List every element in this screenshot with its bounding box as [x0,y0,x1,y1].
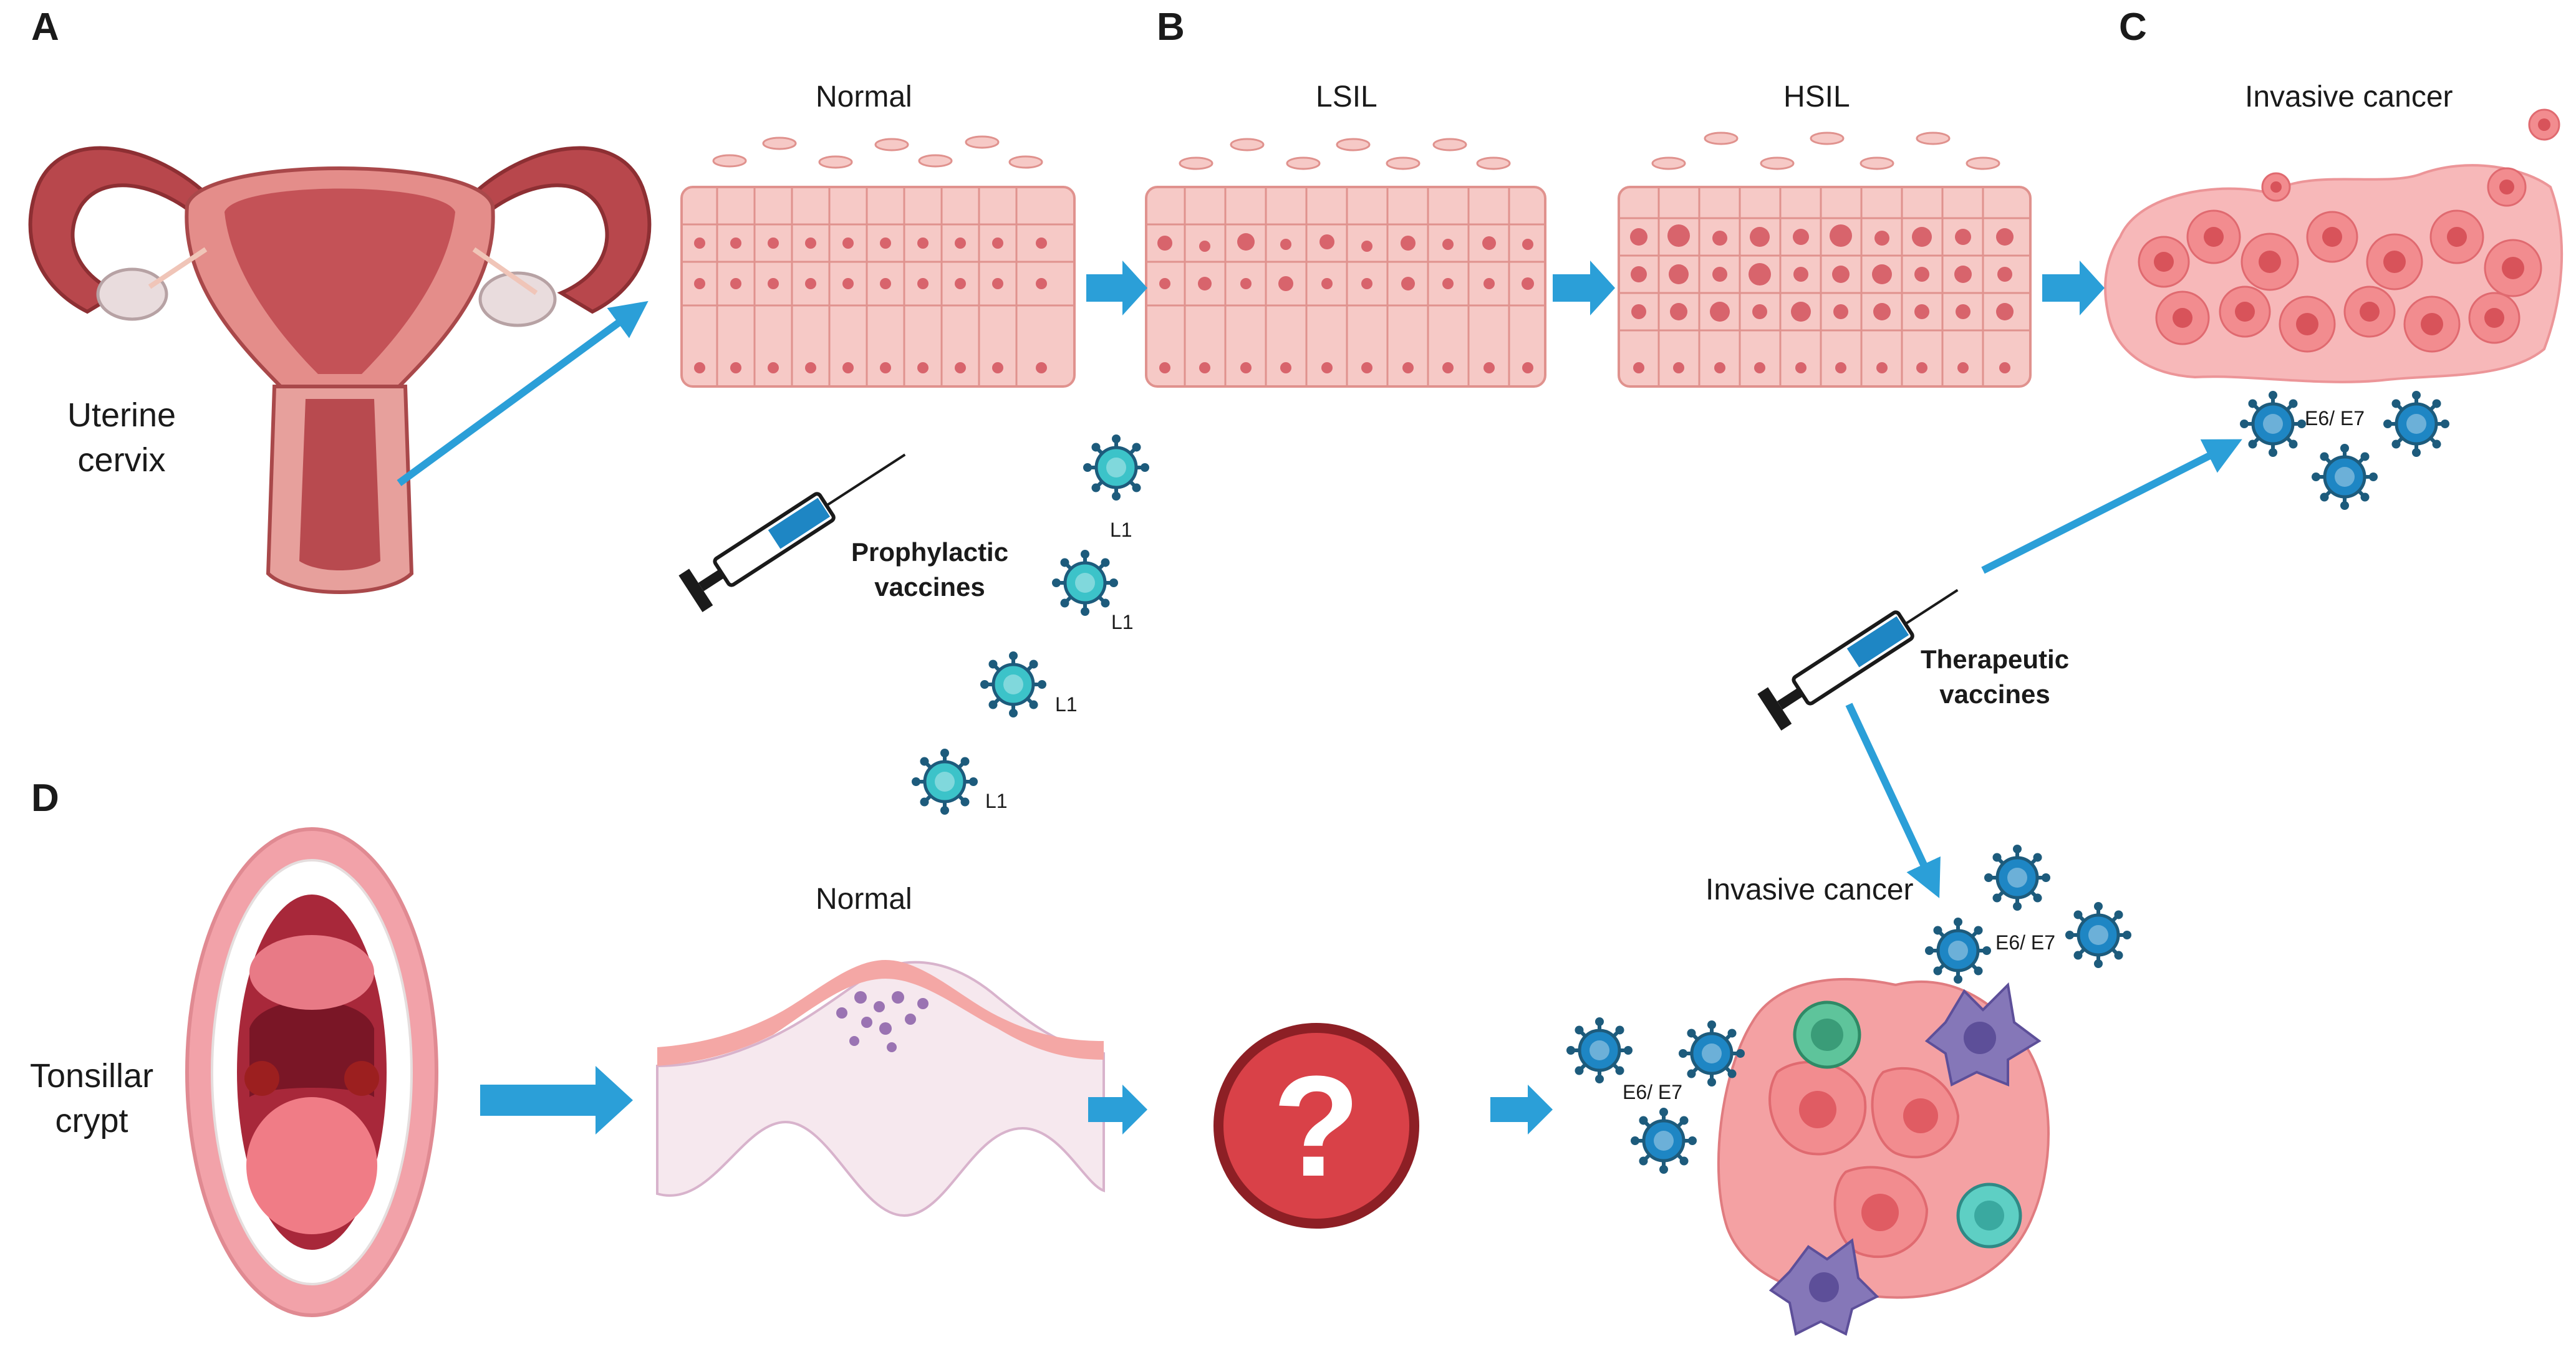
label-uterine-cervix-line1: Uterine [67,396,176,434]
hpv-e6-e7-virus-icon [2065,902,2131,968]
hpv-l1-virus-icon [912,749,978,815]
arrow-question-to-cancer [1490,1085,1553,1135]
panel-label-c: C [2119,6,2147,49]
hpv-l1-virus-icon [1083,434,1149,501]
hpv-l1-virus-icon [980,651,1046,717]
panel-label-b: B [1157,6,1185,49]
normal-epithelium-tissue [680,135,1076,388]
antigen-label-l1: L1 [1110,519,1132,541]
panel-label-a: A [31,6,59,49]
hpv-e6-e7-virus-icon [2240,391,2306,457]
lsil-epithelium-tissue [1145,138,1546,388]
arrow-therapeutic-to-tonsil-cancer [1845,703,1941,898]
label-tonsillar-crypt-line2: crypt [55,1102,128,1139]
antigen-label-e6-e7-tonsil-right: E6/ E7 [1995,931,2056,954]
arrow-mouth-to-epithelium [480,1066,633,1135]
prophylactic-syringe-icon [678,453,906,612]
invasive-cancer-cervix-cells [2104,108,2564,383]
hsil-epithelium-tissue [1618,132,2032,388]
arrow-lsil-to-hsil [1553,261,1615,315]
label-therapeutic-line2: vaccines [1939,679,2050,709]
hpv-e6-e7-virus-icon [2383,391,2449,457]
label-uterine-cervix-line2: cervix [77,441,166,479]
label-therapeutic-line1: Therapeutic [1921,645,2070,674]
arrow-normal-to-lsil [1086,261,1147,315]
label-invasive-cancer-tonsil: Invasive cancer [1705,873,1914,906]
t-lymphocyte-cells [1793,1000,2022,1249]
label-normal-tonsil: Normal [816,883,912,916]
arrow-epithelium-to-question [1088,1085,1147,1135]
hpv-e6-e7-virus-icon [1925,918,1991,984]
unknown-progression-question-icon: ? [1213,1023,1419,1229]
antigen-label-e6-e7-cervix: E6/ E7 [2305,407,2365,429]
panel-label-d: D [31,777,59,820]
arrow-therapeutic-to-cervix-cancer [1981,439,2242,574]
label-uterine-cervix: Uterine cervix [67,393,176,482]
label-tonsillar-crypt-line1: Tonsillar [30,1057,154,1095]
normal-tonsil-epithelium [656,960,1105,1217]
label-normal-cervix: Normal [816,80,912,113]
hpv-e6-e7-virus-icon [1631,1108,1697,1174]
flow-arrows [397,261,2242,1135]
label-hsil: HSIL [1783,80,1850,113]
therapeutic-syringe-icon [1757,588,1959,731]
hpv-e6-e7-virus-icon [2312,444,2378,510]
dendritic-cells [1768,982,2042,1336]
label-invasive-cancer-cervix: Invasive cancer [2245,80,2453,113]
antigen-label-l1: L1 [985,790,1008,812]
invasive-cancer-tonsil-cells [1717,977,2050,1336]
open-mouth-illustration [185,827,438,1317]
label-lsil: LSIL [1316,80,1377,113]
arrow-cervix-to-normal [397,300,649,486]
label-tonsillar-crypt: Tonsillar crypt [30,1053,153,1143]
label-prophylactic-line2: vaccines [874,572,985,602]
hpv-e6-e7-virus-icon [1566,1017,1633,1083]
antigen-label-l1: L1 [1055,693,1078,716]
hpv-l1-virus-icon [1052,550,1118,616]
uterus-illustration [28,146,652,594]
label-therapeutic-vaccines: Therapeutic vaccines [1921,642,2069,712]
hpv-e6-e7-virus-icon [1984,845,2050,911]
antigen-label-e6-e7-tonsil-left: E6/ E7 [1623,1081,1683,1103]
label-prophylactic-vaccines: Prophylactic vaccines [851,535,1008,605]
antigen-label-l1: L1 [1111,611,1134,633]
label-prophylactic-line1: Prophylactic [851,537,1009,567]
hpv-e6-e7-virus-icon [1679,1020,1745,1087]
hpv-virus-particles [912,391,2449,1174]
arrow-hsil-to-cancer [2042,261,2105,315]
